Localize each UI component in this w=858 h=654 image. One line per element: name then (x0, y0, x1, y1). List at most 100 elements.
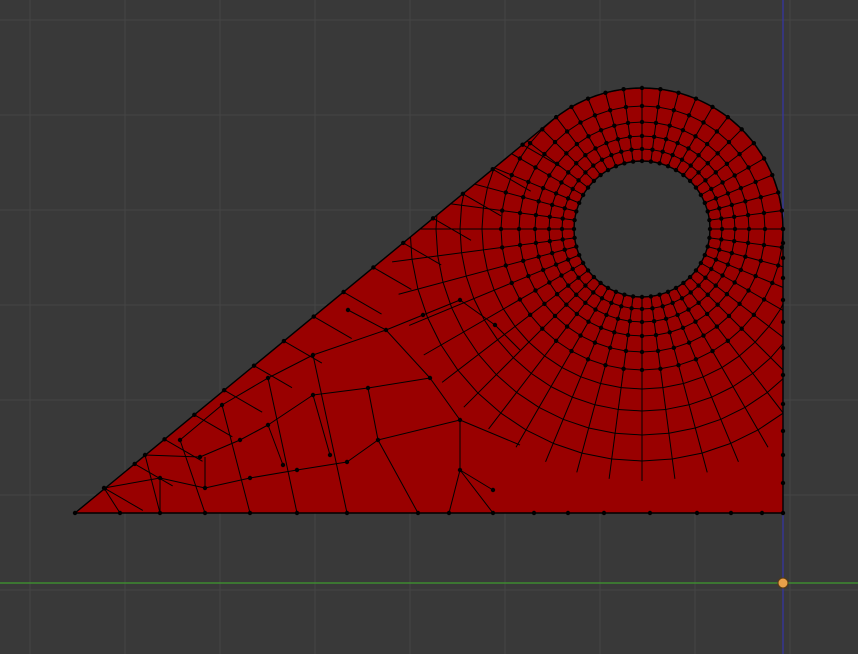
mesh-edge[interactable] (669, 327, 684, 333)
mesh-edge[interactable] (745, 51, 767, 66)
mesh-vertex[interactable] (739, 326, 744, 331)
mesh-vertex[interactable] (503, 190, 509, 195)
mesh-edge[interactable] (731, 15, 758, 28)
mesh-vertex[interactable] (237, 437, 243, 443)
mesh-vertex[interactable] (593, 307, 598, 312)
mesh-vertex[interactable] (569, 104, 574, 110)
mesh-edge[interactable] (744, 201, 749, 216)
mesh-vertex[interactable] (639, 103, 645, 109)
mesh-edge[interactable] (641, 387, 663, 390)
mesh-edge[interactable] (623, 368, 643, 371)
mesh-edge[interactable] (417, 288, 429, 318)
mesh-vertex[interactable] (693, 268, 699, 273)
mesh-vertex[interactable] (707, 235, 712, 241)
mesh-edge[interactable] (519, 142, 531, 159)
mesh-vertex[interactable] (613, 289, 619, 295)
mesh-vertex[interactable] (625, 332, 631, 338)
mesh-vertex[interactable] (540, 127, 545, 132)
mesh-edge[interactable] (554, 315, 568, 327)
mesh-vertex[interactable] (572, 235, 577, 241)
mesh-edge[interactable] (544, 355, 563, 368)
mesh-edge[interactable] (385, 329, 431, 379)
mesh-edge[interactable] (744, 242, 749, 257)
mesh-vertex[interactable] (703, 275, 708, 280)
mesh-vertex[interactable] (517, 210, 523, 216)
mesh-edge[interactable] (522, 144, 561, 168)
mesh-edge[interactable] (781, 210, 783, 230)
mesh-vertex[interactable] (710, 104, 715, 110)
mesh-edge[interactable] (716, 131, 730, 143)
mesh-edge[interactable] (747, 228, 750, 243)
mesh-edge[interactable] (740, 256, 746, 271)
mesh-vertex[interactable] (591, 163, 596, 168)
mesh-edge[interactable] (545, 0, 617, 167)
mesh-edge[interactable] (701, 442, 731, 454)
mesh-edge[interactable] (660, 88, 679, 94)
mesh-vertex[interactable] (639, 349, 645, 355)
mesh-edge[interactable] (535, 242, 540, 257)
mesh-edge[interactable] (695, 98, 713, 108)
mesh-vertex[interactable] (598, 280, 603, 286)
mesh-vertex[interactable] (500, 245, 505, 250)
mesh-vertex[interactable] (775, 190, 781, 195)
mesh-edge[interactable] (657, 347, 674, 352)
mesh-edge[interactable] (662, 383, 684, 389)
mesh-vertex[interactable] (780, 345, 786, 351)
mesh-edge[interactable] (669, 25, 695, 30)
mesh-vertex[interactable] (607, 345, 613, 351)
mesh-vertex[interactable] (660, 149, 665, 154)
mesh-vertex[interactable] (702, 200, 708, 206)
mesh-edge[interactable] (818, 253, 823, 276)
mesh-edge[interactable] (221, 377, 269, 406)
mesh-edge[interactable] (588, 427, 616, 434)
mesh-edge[interactable] (721, 90, 740, 103)
mesh-edge[interactable] (519, 244, 524, 261)
mesh-vertex[interactable] (621, 366, 626, 371)
mesh-vertex[interactable] (572, 217, 577, 223)
mesh-vertex[interactable] (701, 333, 706, 338)
mesh-vertex[interactable] (492, 322, 498, 328)
mesh-edge[interactable] (673, 109, 690, 116)
mesh-vertex[interactable] (202, 485, 208, 491)
mesh-edge[interactable] (744, 392, 768, 408)
mesh-edge[interactable] (703, 326, 718, 336)
mesh-vertex[interactable] (526, 273, 531, 279)
mesh-edge[interactable] (519, 197, 524, 214)
mesh-vertex[interactable] (527, 312, 533, 318)
mesh-edge[interactable] (486, 270, 495, 291)
mesh-vertex[interactable] (679, 296, 685, 301)
mesh-edge[interactable] (204, 477, 251, 489)
mesh-edge[interactable] (801, 229, 802, 250)
mesh-edge[interactable] (576, 135, 589, 145)
mesh-vertex[interactable] (653, 332, 659, 338)
mesh-vertex[interactable] (520, 142, 525, 147)
mesh-vertex[interactable] (738, 267, 744, 273)
mesh-edge[interactable] (465, 275, 475, 299)
mesh-edge[interactable] (367, 377, 431, 389)
mesh-vertex[interactable] (709, 266, 714, 272)
mesh-edge[interactable] (531, 71, 551, 84)
mesh-edge[interactable] (465, 159, 475, 183)
mesh-edge[interactable] (435, 228, 439, 256)
mesh-edge[interactable] (437, 255, 444, 283)
mesh-vertex[interactable] (725, 114, 731, 120)
mesh-edge[interactable] (539, 39, 563, 51)
mesh-vertex[interactable] (696, 283, 701, 288)
mesh-vertex[interactable] (686, 340, 692, 345)
mesh-vertex[interactable] (639, 146, 645, 152)
mesh-edge[interactable] (478, 354, 497, 375)
mesh-vertex[interactable] (657, 161, 662, 166)
mesh-vertex[interactable] (619, 149, 624, 154)
mesh-vertex[interactable] (553, 262, 559, 267)
mesh-edge[interactable] (525, 429, 554, 444)
mesh-vertex[interactable] (117, 510, 123, 516)
mesh-vertex[interactable] (673, 285, 679, 291)
mesh-vertex[interactable] (650, 147, 655, 152)
mesh-vertex[interactable] (552, 313, 558, 319)
mesh-edge[interactable] (659, 294, 708, 473)
mesh-edge[interactable] (733, 71, 753, 84)
mesh-vertex[interactable] (612, 123, 617, 128)
mesh-vertex[interactable] (667, 330, 672, 335)
mesh-edge[interactable] (780, 290, 790, 310)
mesh-edge[interactable] (688, 335, 704, 344)
